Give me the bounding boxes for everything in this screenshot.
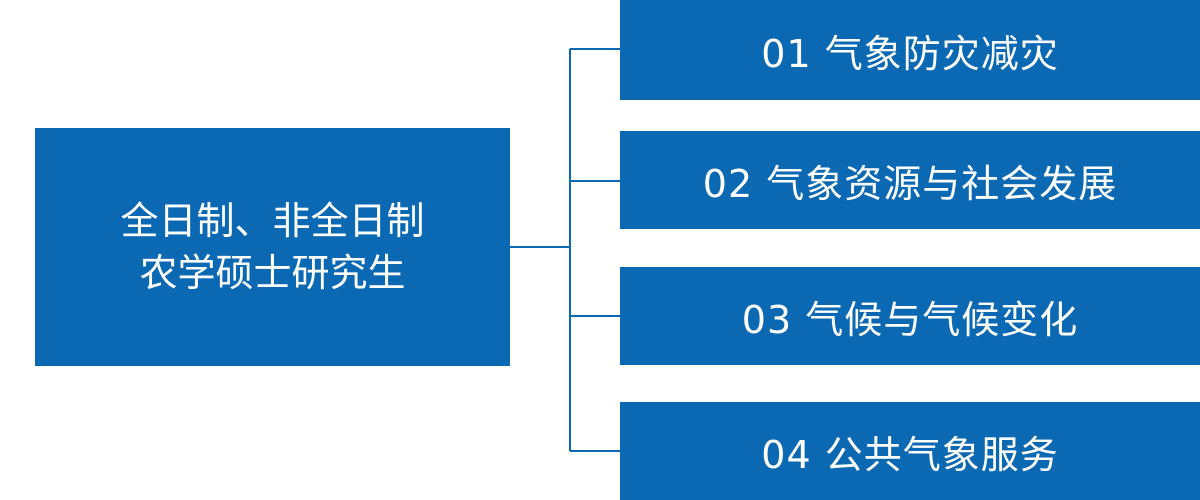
branch-label-2: 02 气象资源与社会发展 [702,161,1118,206]
root-label-line1: 全日制、非全日制 [120,199,425,243]
root-label-line2: 农学硕士研究生 [139,251,406,295]
branch-node-2: 02 气象资源与社会发展 [620,131,1200,229]
branch-node-4: 04 公共气象服务 [620,402,1200,500]
branch-label-1: 01 气象防灾减灾 [761,31,1059,76]
branch-node-1: 01 气象防灾减灾 [620,0,1200,100]
root-node: 全日制、非全日制 农学硕士研究生 [35,128,510,366]
branch-node-3: 03 气候与气候变化 [620,267,1200,365]
branch-label-3: 03 气候与气候变化 [741,297,1079,342]
branch-label-4: 04 公共气象服务 [761,432,1059,477]
